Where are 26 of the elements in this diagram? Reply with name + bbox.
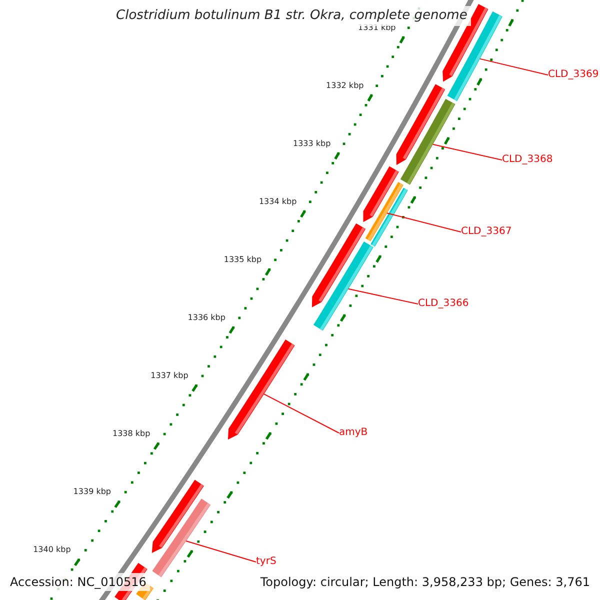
leader-line [432,144,502,160]
gene-feature-bar [313,242,374,331]
gene-label: tyrS [256,555,276,569]
leader-line [479,58,548,76]
scale-label: 1332 kbp [326,80,364,91]
gene-label: CLD_3368 [502,153,553,167]
gene-feature-bar [228,340,295,440]
gene-label: CLD_3367 [461,225,512,239]
scale-label: 1339 kbp [73,487,111,498]
scale-label: 1333 kbp [293,138,331,149]
gene-label: CLD_3369 [548,68,599,82]
scale-label: 1340 kbp [33,545,71,556]
gene-feature-bar [152,498,211,578]
leader-line [264,394,340,434]
scale-label: 1335 kbp [224,255,262,266]
scale-label: 1336 kbp [188,313,226,324]
leader-line [186,540,256,562]
leader-line [348,288,418,304]
scale-label: 1338 kbp [112,429,150,440]
gene-feature-bar [365,182,404,242]
gene-label: amyB [339,426,368,440]
scale-label: 1337 kbp [150,371,188,382]
gene-label: CLD_3366 [418,297,469,311]
leader-line [386,212,462,232]
scale-label: 1334 kbp [258,197,297,207]
gene-feature-bar [400,98,456,185]
